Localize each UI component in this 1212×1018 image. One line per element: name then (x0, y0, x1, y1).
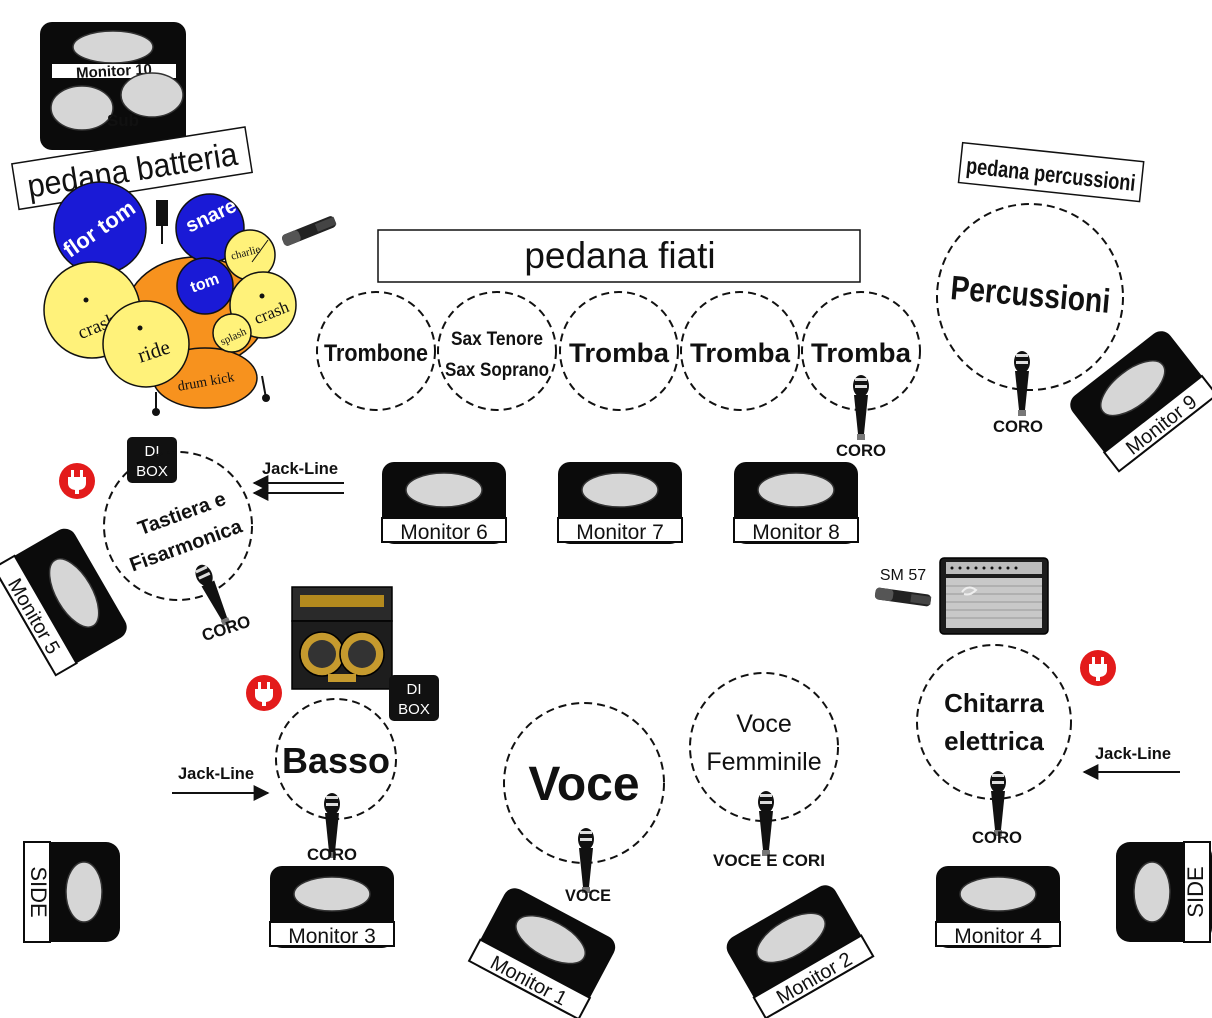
horns-riser: pedana fiati Trombone Sax Tenore Sax Sop… (316, 229, 921, 460)
percussion-riser: pedana percussioni Percussioni CORO Moni… (936, 141, 1212, 473)
monitor-3: Monitor 3 (269, 866, 395, 948)
horn-choir-mic-label: CORO (836, 441, 886, 460)
monitor-10-sub: Monitor 10 Sub (40, 22, 186, 150)
horn-position-tromba-2: Tromba (680, 291, 800, 411)
side-fill-left-label: SIDE (26, 866, 51, 917)
bass-di-box (389, 675, 439, 721)
horn-position-sax: Sax Tenore Sax Soprano (437, 291, 557, 411)
female-vocal-mic-icon (758, 791, 774, 856)
bass-section: DI BOX Basso Jack-Line CORO Monitor 3 (172, 586, 439, 948)
side-fill-right: SIDE (1116, 841, 1212, 943)
percussion-position-label: Percussioni (949, 269, 1112, 321)
bass-box-label: BOX (398, 701, 430, 718)
guitar-choir-mic-icon (990, 771, 1006, 836)
horns-riser-title-box (377, 229, 861, 283)
lead-vocal-label: Voce (528, 758, 639, 811)
bass-power-icon (246, 675, 282, 711)
guitar-power-icon (1080, 650, 1116, 686)
side-fill-left: SIDE (23, 841, 120, 943)
percussion-choir-mic-icon (1014, 351, 1030, 416)
female-vocal-label-line-1: Voce (736, 710, 792, 738)
horn-position-label: Sax Soprano (445, 360, 549, 381)
monitor-8-label: Monitor 8 (752, 521, 840, 544)
monitor-9: Monitor 9 (1070, 331, 1212, 473)
percussion-choir-mic-label: CORO (993, 417, 1043, 436)
monitor-4-label: Monitor 4 (954, 925, 1042, 948)
bass-choir-mic-label: CORO (307, 845, 357, 864)
electric-guitar-section: Chitarra elettrica Jack-Line CORO Monito… (916, 644, 1180, 948)
guitar-amp: SM 57 (874, 557, 1049, 635)
bass-amp (291, 586, 393, 690)
horn-position-trombone: Trombone (316, 291, 436, 411)
monitor-5: Monitor 5 (0, 528, 127, 677)
amp-mic-model-label: SM 57 (880, 567, 926, 584)
horn-position-label: Trombone (324, 340, 428, 367)
horn-position-label: Tromba (569, 338, 670, 368)
keyboard-di-label: DI (145, 443, 160, 460)
guitar-jack-line-label: Jack-Line (1095, 744, 1171, 763)
side-fill-right-label: SIDE (1183, 866, 1208, 917)
keyboard-power-icon (59, 463, 95, 499)
bass-di-label: DI (407, 681, 422, 698)
lead-vocal-mic-label: VOCE (565, 886, 611, 905)
monitor-7-label: Monitor 7 (576, 521, 664, 544)
monitor-6: Monitor 6 (381, 462, 507, 544)
lead-vocal-mic-icon (578, 828, 594, 893)
sub-label: Sub (107, 111, 139, 130)
horns-riser-title: pedana fiati (524, 235, 715, 276)
drum-overhead-mic-icon (280, 214, 338, 248)
guitar-choir-mic-label: CORO (972, 828, 1022, 847)
percussion-riser-title-box (957, 141, 1145, 203)
amp-mic-icon (874, 587, 932, 607)
horn-choir-mic-icon (853, 375, 869, 440)
monitor-8: Monitor 8 (733, 462, 859, 544)
drum-riser: Monitor 10 Sub pedana batteria drum kick… (11, 22, 338, 416)
bass-jack-line-label: Jack-Line (178, 764, 254, 783)
guitar-label-line-1: Chitarra (944, 688, 1044, 718)
monitor-2: Monitor 2 (726, 885, 875, 1018)
monitor-6-label: Monitor 6 (400, 521, 488, 544)
keyboard-di-box (127, 437, 177, 483)
female-vocal-label-line-2: Femminile (706, 748, 821, 776)
horn-position-tromba-3: Tromba (801, 291, 921, 411)
keyboard-box-label: BOX (136, 463, 168, 480)
horn-position-label: Tromba (811, 338, 912, 368)
female-vocal-section: Voce Femminile VOCE E CORI Monitor 2 (689, 672, 875, 1018)
monitor-7: Monitor 7 (557, 462, 683, 544)
monitor-3-label: Monitor 3 (288, 925, 376, 948)
drum-kit: drum kick flor tom snare tom crash ride … (43, 181, 297, 416)
horn-position-label: Sax Tenore (451, 329, 543, 350)
guitar-label-line-2: elettrica (944, 726, 1044, 756)
keyboard-jack-line-label: Jack-Line (262, 459, 338, 478)
monitor-4: Monitor 4 (935, 866, 1061, 948)
bass-position-label: Basso (282, 740, 390, 781)
lead-vocal-section: Voce VOCE Monitor 1 (467, 702, 665, 1018)
horn-position-tromba-1: Tromba (559, 291, 679, 411)
female-vocal-mic-label: VOCE E CORI (713, 851, 825, 870)
horn-position-label: Tromba (690, 338, 791, 368)
